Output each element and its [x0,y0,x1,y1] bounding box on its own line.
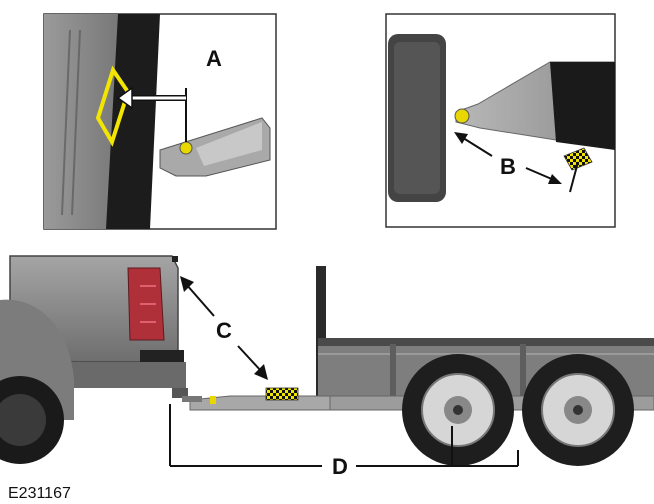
rear-bumper [140,350,184,362]
callout-c-arrow-down [237,345,263,373]
detail-panel-b: B [385,13,616,228]
callout-b-arrow-left [459,135,493,157]
tailgate-emboss [61,29,81,216]
hitch-top-face [196,122,262,166]
figure-id: E231167 [8,485,71,502]
callout-c-label: C [216,318,232,343]
detail-panel-a: A [43,13,277,230]
coupler-sticker [454,108,470,124]
tailgate-target-marker [95,65,131,147]
tongue-coupler-sticker [210,396,216,404]
pickup-truck [0,255,202,464]
callout-a-label: A [206,46,222,71]
trailer-wheel-front [402,354,514,466]
trailer-top-rail [318,338,654,346]
trailer-wheel-rear [522,354,634,466]
callout-c-arrow-up [185,283,215,317]
callout-d-label: D [332,454,348,479]
tailgate-edge [106,14,160,229]
hitch-ball-sticker [179,141,193,155]
callout-b-label: B [500,154,516,179]
main-scene: C D [0,255,654,479]
receiver-hitch [172,388,188,398]
trailer-front-dark [550,62,615,150]
trailer-front-post [316,266,326,396]
callout-b-arrow-right [525,167,555,181]
tongue-checker-target [265,387,299,401]
trailer-checker-target [563,147,593,171]
dimension-d-bracket [169,404,519,467]
